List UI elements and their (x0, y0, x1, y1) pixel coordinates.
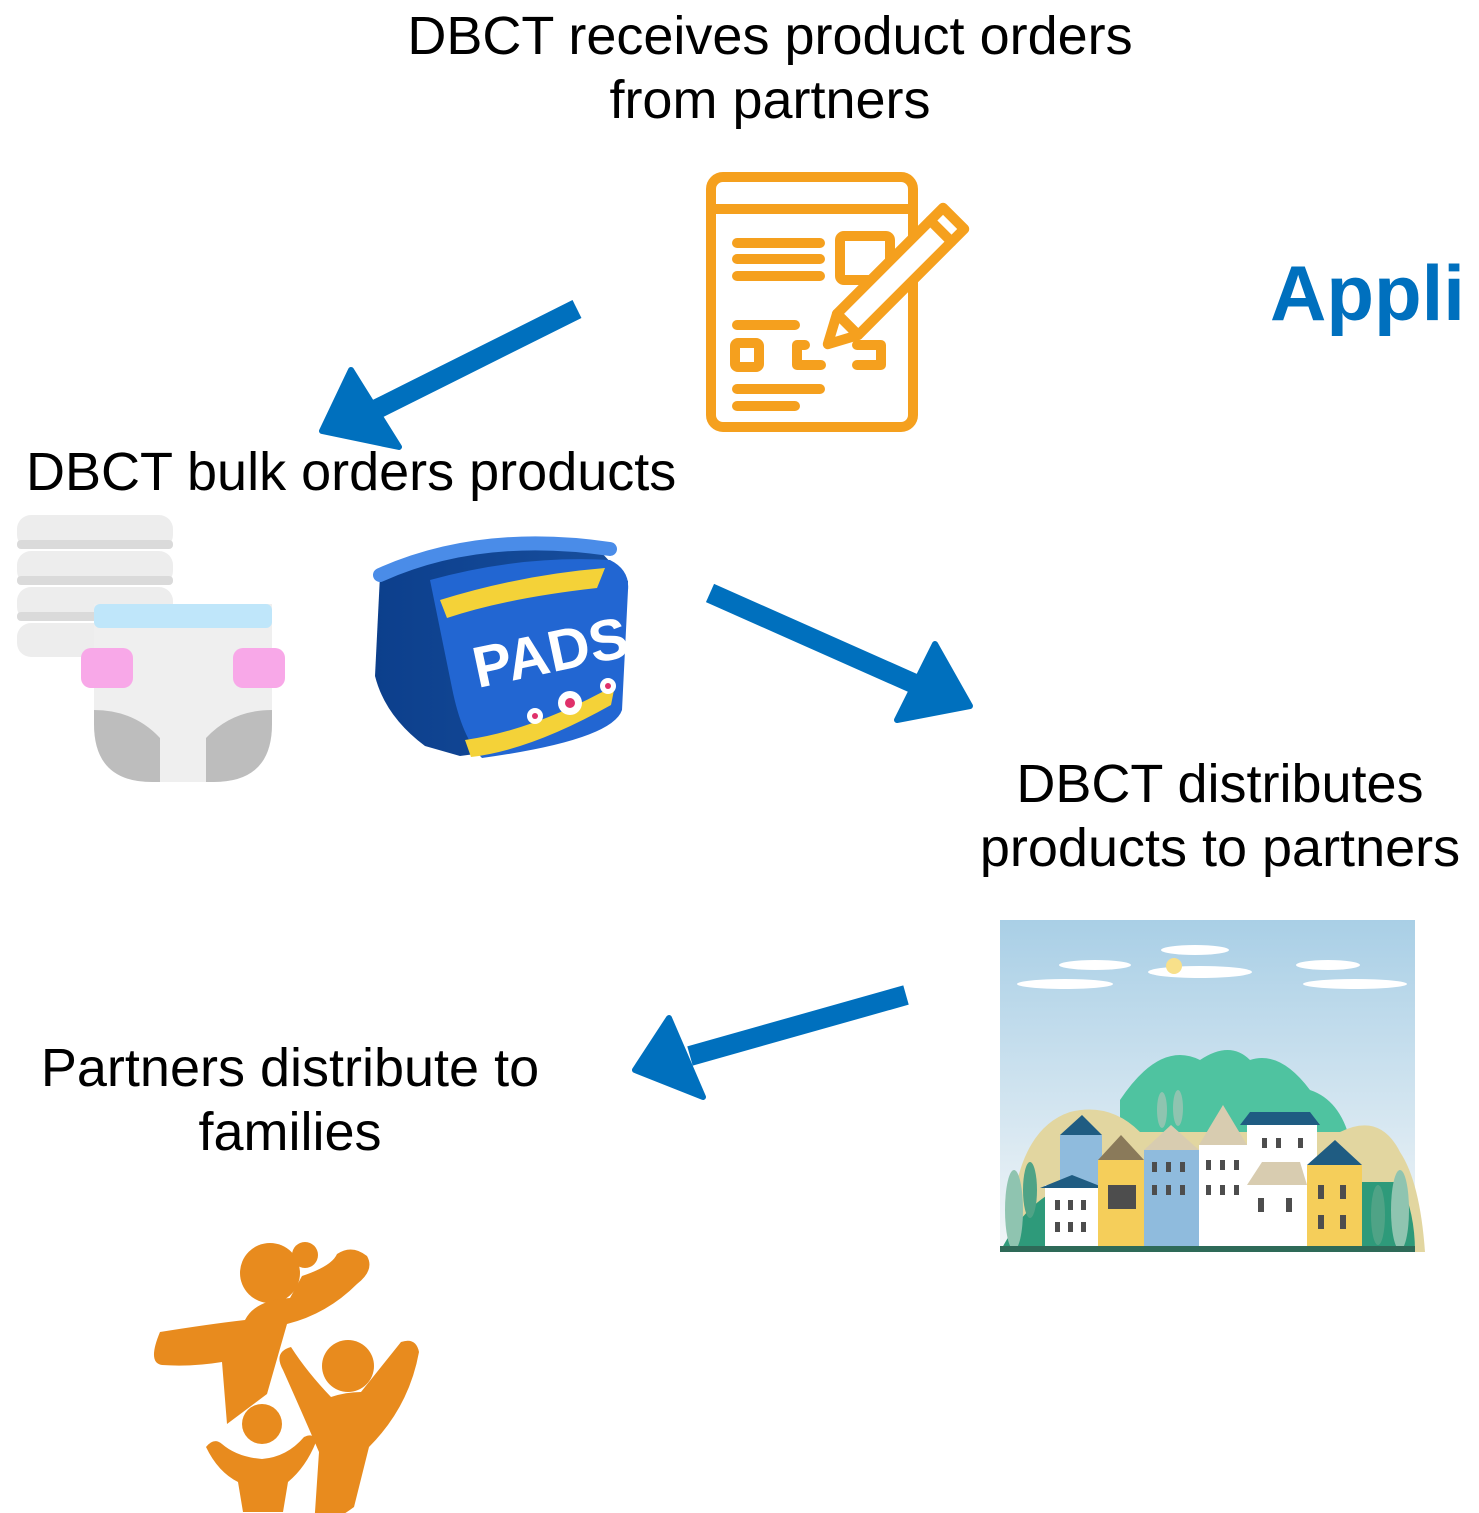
step-distribute-to-partners: DBCT distributes products to partners (979, 754, 1461, 878)
diaper-stack-icon (17, 515, 285, 782)
arrow-receive-to-bulk (319, 300, 582, 450)
arrow-distribute-to-families (632, 985, 909, 1100)
side-title: Appli (1270, 249, 1465, 337)
family-icon (153, 1242, 419, 1513)
arrow-bulk-to-distribute (705, 583, 973, 723)
step-bulk-orders: DBCT bulk orders products (26, 442, 677, 502)
step-receive-orders: DBCT receives product orders from partne… (407, 6, 1133, 130)
pads-package-icon: PADS (373, 536, 634, 758)
step-distribute-to-families: Partners distribute to families (40, 1038, 540, 1162)
village-scene (1000, 920, 1425, 1252)
order-form-icon (706, 172, 970, 432)
